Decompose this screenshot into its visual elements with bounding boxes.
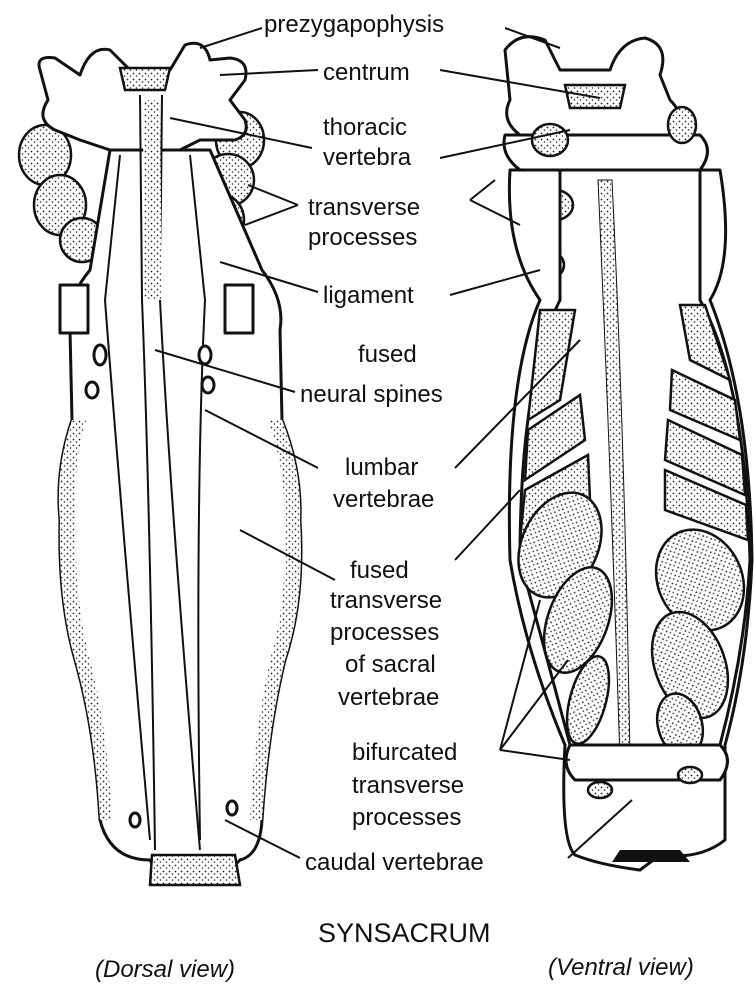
dorsal-foramen bbox=[202, 377, 214, 393]
ventral-transverse-process bbox=[668, 107, 696, 143]
leader-line bbox=[200, 28, 262, 48]
ventral-caudal-tip bbox=[612, 850, 690, 862]
label-thoracic-line1: thoracic bbox=[323, 114, 407, 141]
label-caudal: caudal vertebrae bbox=[305, 849, 484, 876]
label-bifurcated-line2: transverse bbox=[352, 772, 464, 799]
label-neural-line2: neural spines bbox=[300, 381, 443, 408]
ventral-view-drawing bbox=[502, 37, 754, 870]
ventral-caudal-foramen bbox=[678, 767, 702, 783]
label-lumbar-line2: vertebrae bbox=[333, 486, 434, 513]
ventral-caudal-foramen bbox=[588, 782, 612, 798]
label-sacral-line5: vertebrae bbox=[338, 684, 439, 711]
label-sacral-line2: transverse bbox=[330, 587, 442, 614]
label-thoracic-line2: vertebra bbox=[323, 144, 412, 171]
label-neural-line1: fused bbox=[358, 341, 417, 368]
label-bifurcated-line3: processes bbox=[352, 804, 461, 831]
dorsal-foramen bbox=[130, 813, 140, 827]
ventral-transverse-process bbox=[532, 124, 568, 156]
label-sacral-line4: of sacral bbox=[345, 651, 436, 678]
leader-line bbox=[450, 270, 540, 295]
leader-line bbox=[245, 205, 298, 225]
ventral-caudal-vertebra bbox=[566, 745, 728, 780]
label-centrum: centrum bbox=[323, 59, 410, 86]
leader-line bbox=[470, 180, 495, 200]
dorsal-foramen bbox=[227, 801, 237, 815]
dorsal-thoracic-vertebra bbox=[39, 43, 246, 150]
dorsal-foramen bbox=[86, 382, 98, 398]
dorsal-centrum bbox=[120, 68, 170, 90]
label-bifurcated-line1: bifurcated bbox=[352, 739, 457, 766]
dorsal-ligament-right bbox=[225, 285, 253, 333]
view-label-ventral: (Ventral view) bbox=[548, 954, 694, 981]
dorsal-neural-spine-stipple bbox=[143, 100, 162, 300]
dorsal-ligament-left bbox=[60, 285, 88, 333]
leader-line bbox=[500, 750, 570, 760]
dorsal-caudal-vertebrae bbox=[150, 855, 240, 885]
label-transverse-line2: processes bbox=[308, 224, 417, 251]
leader-line bbox=[248, 185, 298, 205]
dorsal-view-drawing bbox=[19, 43, 301, 885]
diagram-title: SYNSACRUM bbox=[318, 918, 491, 948]
view-label-dorsal: (Dorsal view) bbox=[95, 956, 235, 983]
label-ligament: ligament bbox=[323, 282, 414, 309]
label-prezygapophysis: prezygapophysis bbox=[264, 11, 444, 38]
label-sacral-line1: fused bbox=[350, 557, 409, 584]
label-lumbar-line1: lumbar bbox=[345, 454, 418, 481]
dorsal-foramen bbox=[199, 346, 211, 364]
label-transverse-line1: transverse bbox=[308, 194, 420, 221]
leader-line bbox=[500, 600, 540, 750]
dorsal-foramen bbox=[94, 345, 106, 365]
label-sacral-line3: processes bbox=[330, 619, 439, 646]
